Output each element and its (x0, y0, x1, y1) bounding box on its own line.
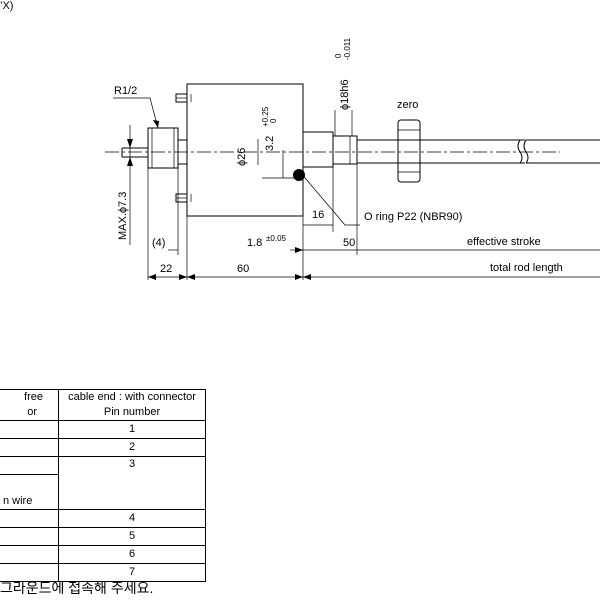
dim60-arrow-left (187, 274, 195, 280)
row-cell-left (0, 527, 59, 546)
row-cell-pin: 7 (58, 563, 206, 582)
table-row: 7 (0, 563, 206, 582)
dim16-label: 16 (312, 209, 324, 221)
o-ring-mark (293, 169, 305, 181)
table-row: 3 (0, 456, 206, 510)
dim22-arrow-left (148, 274, 156, 280)
rod-stub (121, 147, 148, 158)
r-half-label: R1/2 (114, 85, 137, 97)
header-cell-free: free or (0, 389, 59, 421)
table-row: 5 (0, 527, 206, 546)
effective-stroke-label: effective stroke (467, 236, 541, 248)
dim50-label: 50 (343, 237, 355, 249)
rod (357, 139, 600, 164)
header-connector-line1: cable end : with connector (68, 391, 196, 403)
dim18-tol: ±0.05 (266, 234, 287, 243)
phi26-label: ϕ26 (236, 148, 248, 166)
threaded-fitting (147, 127, 188, 169)
phi18-label: ϕ18h6 (339, 79, 351, 110)
table-row: 4 (0, 509, 206, 528)
footer-note: 그라운드에 접속해 주세요. (0, 580, 154, 596)
zero-label: zero (397, 99, 418, 111)
total-arrow-left (303, 274, 311, 280)
table-row: 1 (0, 420, 206, 439)
technical-drawing: R1/2 ϕ26 3.2 +0.25 0 ϕ18h6 0 -0.011 (105, 37, 600, 280)
dim22-label: 22 (160, 263, 172, 275)
row-cell-pin: 5 (58, 527, 206, 546)
zero-collar (397, 119, 421, 183)
dim22-arrow-right (179, 274, 187, 280)
dim60-arrow-right (295, 274, 303, 280)
header-connector-line2: Pin number (103, 406, 161, 418)
row-cell-pin: 1 (58, 420, 206, 439)
o-ring-label: O ring P22 (NBR90) (364, 211, 462, 223)
header-free-line2: or (27, 406, 37, 418)
dim4-label: (4) (152, 237, 165, 249)
dim18-arrow (295, 247, 303, 253)
row-cell-left (0, 456, 59, 475)
cut-off-heading: ’X) (0, 0, 14, 12)
row-cell-pin: 3 (58, 456, 206, 510)
row-cell-pin: 4 (58, 509, 206, 528)
dim32-label: 3.2 (264, 136, 276, 151)
phi18-tol-upper: 0 (334, 53, 343, 58)
dim32-tol-upper: +0.25 (261, 106, 270, 127)
header-free-line1: free (24, 391, 43, 403)
row-cell-left (0, 509, 59, 528)
table-header-row: free or cable end : with connector Pin n… (0, 389, 206, 421)
header-cell-connector: cable end : with connector Pin number (58, 389, 206, 421)
row-cell-left (0, 438, 59, 457)
r-half-leader (113, 97, 159, 129)
dim60-label: 60 (237, 263, 249, 275)
row-cell-left: n wire (0, 474, 59, 510)
phi18-tol-lower: -0.011 (343, 37, 352, 60)
row-cell-pin: 6 (58, 545, 206, 564)
total-rod-length-label: total rod length (490, 262, 563, 274)
pin-table: free or cable end : with connector Pin n… (0, 389, 206, 582)
table-row: 2 (0, 438, 206, 457)
table-row: n wire (0, 474, 206, 510)
rod-gland (302, 131, 358, 168)
max-phi-label: MAX.ϕ7.3 (117, 192, 129, 240)
max-phi-arrow-bottom (127, 157, 133, 166)
row-cell-left (0, 420, 59, 439)
row-cell-left (0, 545, 59, 564)
dim18-label: 1.8 (247, 237, 262, 249)
max-phi-arrow-top (127, 139, 133, 148)
table-row: 6 (0, 545, 206, 564)
r-half-arrow (153, 120, 159, 128)
row-cell-pin: 2 (58, 438, 206, 457)
dim32-tol-lower: 0 (269, 118, 278, 123)
o-ring-leader (299, 171, 360, 226)
